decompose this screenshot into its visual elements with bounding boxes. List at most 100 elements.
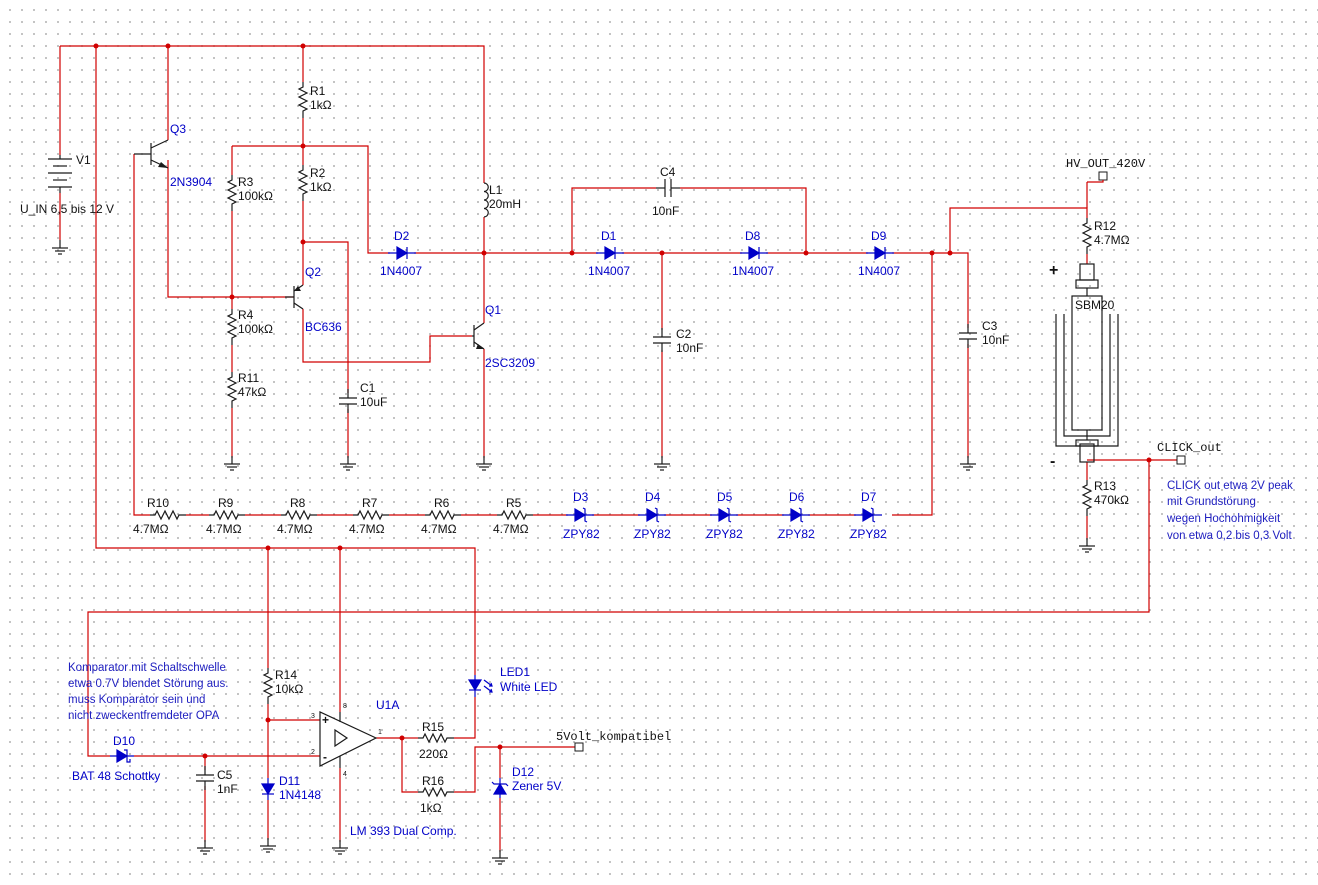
d3-value: ZPY82	[563, 527, 600, 541]
r16-value: 1kΩ	[420, 801, 442, 815]
five-volt-label: 5Volt_kompatibel	[556, 730, 671, 744]
diode-d11[interactable]: D11 1N4148	[260, 774, 321, 802]
note-click-line-1: CLICK out etwa 2V peak	[1167, 480, 1293, 492]
zener-d3[interactable]: D3 ZPY82	[563, 490, 600, 541]
r7-value: 4.7MΩ	[349, 522, 385, 536]
battery-v1[interactable]: V1 U_IN 6,5 bis 12 V	[20, 153, 114, 216]
diode-d1[interactable]: D1 1N4007	[588, 229, 630, 278]
tube-ref: SBM20	[1075, 298, 1115, 312]
zener-d6[interactable]: D6 ZPY82	[778, 490, 815, 541]
r16-ref: R16	[422, 774, 444, 788]
d4-ref: D4	[645, 490, 661, 504]
resistor-r16[interactable]: R16 1kΩ	[417, 774, 455, 815]
capacitor-c5[interactable]: C5 1nF	[195, 765, 238, 796]
r12-value: 4.7MΩ	[1094, 233, 1130, 247]
d5-ref: D5	[717, 490, 733, 504]
r4-ref: R4	[238, 308, 254, 322]
u1a-pin4: 4	[343, 771, 347, 778]
led1-value: White LED	[500, 680, 558, 694]
zener-d12[interactable]: D12 Zener 5V	[491, 765, 561, 798]
resistor-r8[interactable]: R8 4.7MΩ	[277, 496, 318, 536]
r8-value: 4.7MΩ	[277, 522, 313, 536]
d1-value: 1N4007	[588, 264, 630, 278]
d7-ref: D7	[861, 490, 877, 504]
r5-ref: R5	[506, 496, 522, 510]
zener-d4[interactable]: D4 ZPY82	[634, 490, 671, 541]
c3-value: 10nF	[982, 333, 1009, 347]
r15-ref: R15	[422, 720, 444, 734]
c4-value: 10nF	[652, 204, 679, 218]
resistor-r4[interactable]: R4 100kΩ	[227, 308, 273, 346]
d7-value: ZPY82	[850, 527, 887, 541]
resistor-r6[interactable]: R6 4.7MΩ	[421, 496, 462, 536]
r8-ref: R8	[290, 496, 306, 510]
d12-value: Zener 5V	[512, 779, 561, 793]
resistor-r1[interactable]: R1 1kΩ	[298, 81, 332, 119]
capacitor-c1[interactable]: C1 10uF	[338, 381, 387, 414]
r5-value: 4.7MΩ	[493, 522, 529, 536]
note-click-line-4: von etwa 0,2 bis 0,3 Volt	[1167, 530, 1292, 542]
resistor-r10[interactable]: R10 4.7MΩ	[133, 496, 187, 536]
d11-value: 1N4148	[279, 788, 321, 802]
diode-d8[interactable]: D8 1N4007	[732, 229, 774, 278]
diode-d9[interactable]: D9 1N4007	[858, 229, 900, 278]
zener-d7[interactable]: D7 ZPY82	[850, 490, 887, 541]
port-click-out[interactable]: CLICK_out	[1157, 441, 1222, 465]
q2-value: BC636	[305, 320, 342, 334]
r2-value: 1kΩ	[310, 180, 332, 194]
u1a-pin1: 1	[378, 729, 382, 736]
port-hv-out[interactable]: HV_OUT_420V	[1066, 157, 1146, 183]
r14-ref: R14	[275, 668, 297, 682]
resistor-r7[interactable]: R7 4.7MΩ	[349, 496, 390, 536]
c5-ref: C5	[217, 768, 233, 782]
r11-value: 47kΩ	[238, 385, 266, 399]
diode-d2[interactable]: D2 1N4007	[380, 229, 422, 278]
capacitor-c3[interactable]: C3 10nF	[958, 319, 1009, 349]
resistor-r11[interactable]: R11 47kΩ	[227, 371, 266, 409]
r10-value: 4.7MΩ	[133, 522, 169, 536]
u1a-ref: U1A	[376, 698, 399, 712]
note-comparator-line-3: muss Komparator sein und	[68, 694, 205, 706]
d11-ref: D11	[279, 774, 300, 788]
junctions	[93, 43, 1152, 759]
transistor-q3[interactable]: Q3 2N3904	[134, 122, 212, 189]
led-led1[interactable]: LED1 White LED	[467, 665, 558, 697]
capacitor-c4[interactable]: C4 10nF	[652, 165, 681, 218]
diode-d10[interactable]: D10 BAT 48 Schottky	[72, 734, 160, 783]
q1-ref: Q1	[485, 303, 501, 317]
r13-ref: R13	[1094, 479, 1116, 493]
ground-symbols	[51, 239, 1096, 865]
c1-value: 10uF	[360, 395, 387, 409]
zener-d5[interactable]: D5 ZPY82	[706, 490, 743, 541]
note-click-line-3: wegen Hochohmigkeit	[1166, 513, 1281, 525]
resistor-r3[interactable]: R3 100kΩ	[227, 174, 273, 212]
u1a-pin8: 8	[343, 703, 347, 710]
resistor-r2[interactable]: R2 1kΩ	[298, 164, 332, 202]
resistor-r5[interactable]: R5 4.7MΩ	[493, 496, 534, 536]
click-out-label: CLICK_out	[1157, 441, 1222, 455]
wires	[59, 45, 1177, 852]
resistor-r14[interactable]: R14 10kΩ	[263, 667, 303, 705]
port-5volt[interactable]: 5Volt_kompatibel	[556, 730, 671, 752]
r2-ref: R2	[310, 166, 326, 180]
r12-ref: R12	[1094, 219, 1116, 233]
comparator-u1a[interactable]: + - 3 2 8 4 1 U1A LM 393 Dual Comp.	[311, 698, 457, 838]
resistor-r12[interactable]: R12 4.7MΩ	[1082, 217, 1130, 255]
d1-ref: D1	[601, 229, 617, 243]
resistor-r9[interactable]: R9 4.7MΩ	[206, 496, 246, 536]
d9-value: 1N4007	[858, 264, 900, 278]
r3-value: 100kΩ	[238, 189, 273, 203]
inductor-l1[interactable]: L1 20mH	[483, 182, 521, 218]
q1-value: 2SC3209	[485, 356, 535, 370]
transistor-q1[interactable]: Q1 2SC3209	[472, 303, 535, 370]
c4-ref: C4	[660, 165, 676, 179]
c5-value: 1nF	[217, 782, 238, 796]
d10-value: BAT 48 Schottky	[72, 769, 160, 783]
transistor-q2[interactable]: Q2 BC636	[285, 265, 342, 334]
d2-ref: D2	[394, 229, 410, 243]
resistor-r15[interactable]: R15 220Ω	[417, 720, 455, 761]
resistor-r13[interactable]: R13 470kΩ	[1082, 479, 1129, 517]
capacitor-c2[interactable]: C2 10nF	[652, 327, 703, 355]
geiger-tube-sbm20[interactable]: SBM20 + -	[1049, 262, 1119, 470]
